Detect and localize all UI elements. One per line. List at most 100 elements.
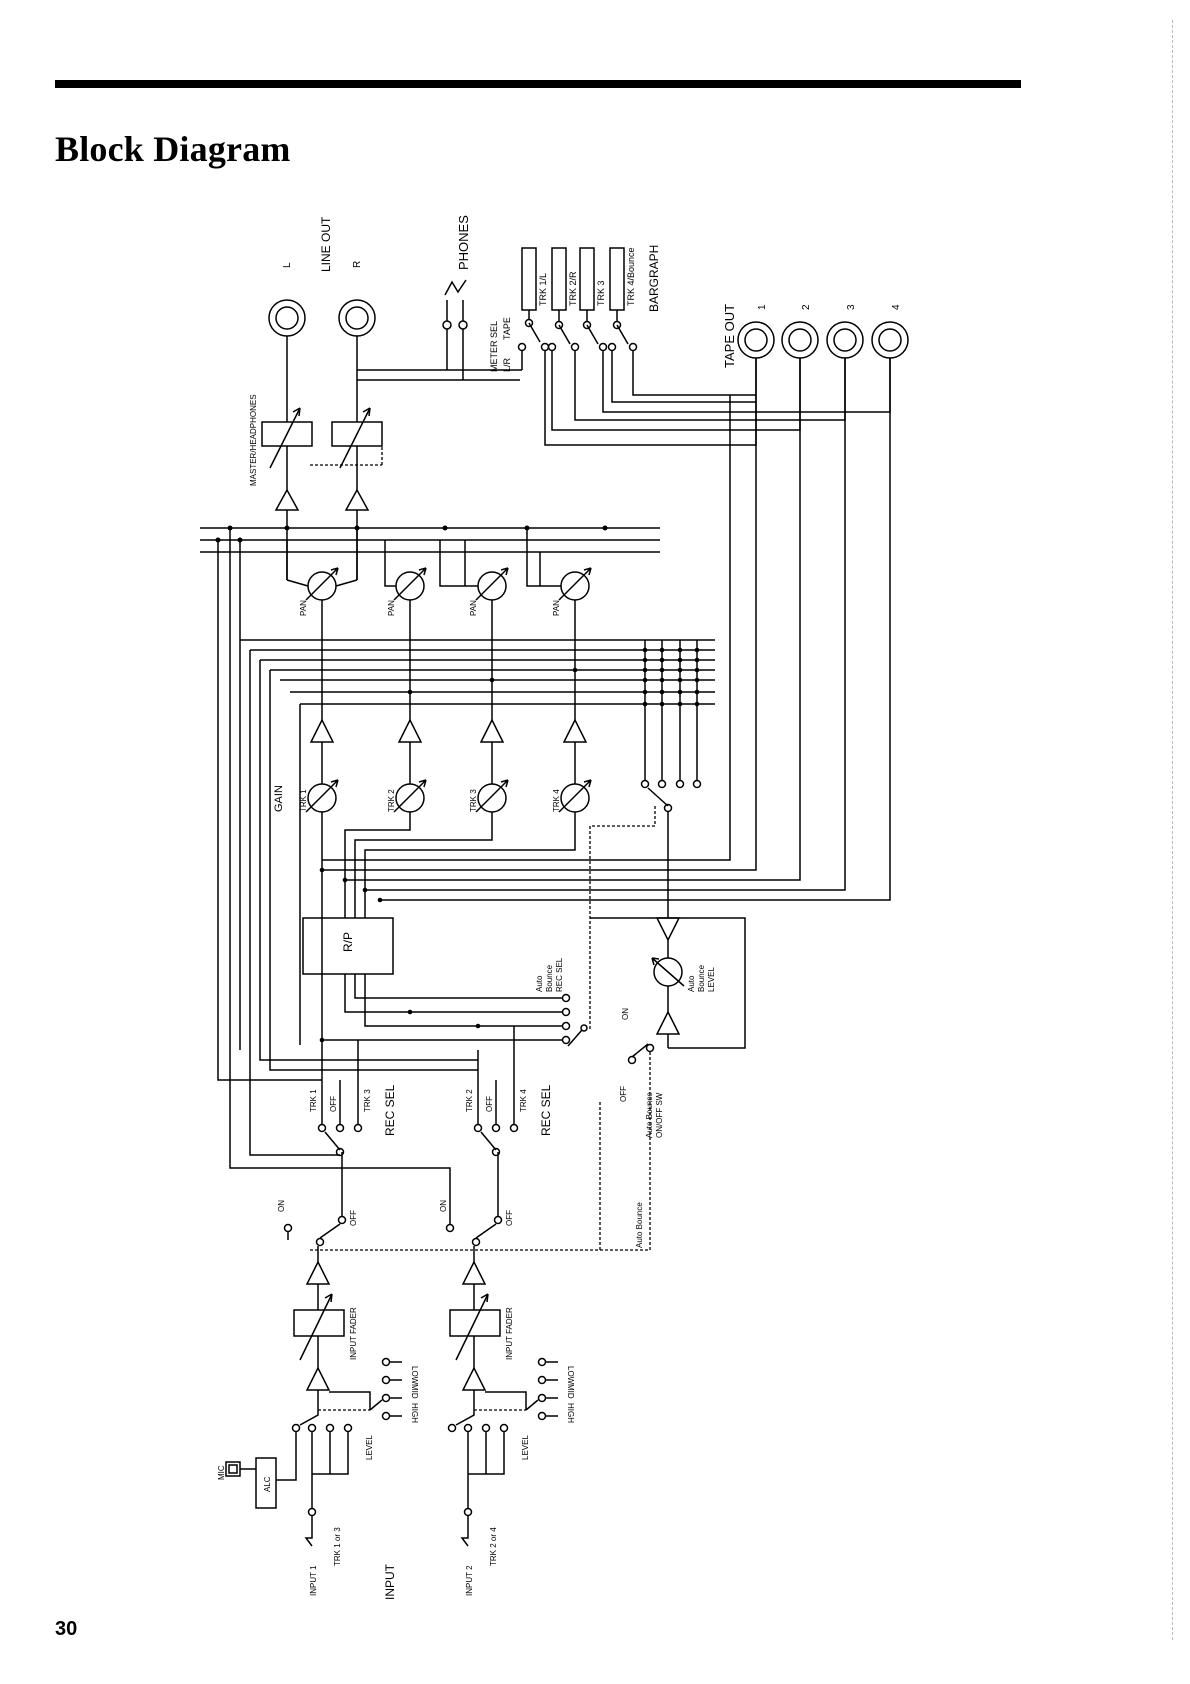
page-number: 30 <box>55 1618 78 1640</box>
rec-sel-label-1: REC SEL <box>383 1084 397 1136</box>
eq-select-2 <box>461 1357 558 1421</box>
output-amps <box>274 488 370 511</box>
trk3-gain-label: TRK 3 <box>469 789 478 812</box>
on-label-2: ON <box>439 1200 448 1212</box>
left-bus-drops <box>217 528 478 1210</box>
off-label-bounce: OFF <box>619 1086 628 1102</box>
rec-sel-off-2: OFF <box>485 1096 494 1112</box>
input-label: INPUT <box>383 1563 397 1600</box>
page-title: Block Diagram <box>55 129 291 169</box>
input-fader-label-2: INPUT FADER <box>505 1307 514 1360</box>
off-label-2: OFF <box>505 1210 514 1226</box>
auto-bounce-level-2: Bounce <box>697 964 706 992</box>
rec-sel-trk3: TRK 3 <box>363 1089 372 1112</box>
low-label-1: LOW <box>410 1366 419 1385</box>
pan-label-2: PAN <box>387 600 396 616</box>
pan-label-4: PAN <box>552 600 561 616</box>
input1-label: INPUT 1 <box>309 1565 318 1596</box>
tape-out-3-label: 3 <box>846 304 857 310</box>
off-label-1: OFF <box>349 1210 358 1226</box>
high-label-1: HIGH <box>410 1403 419 1423</box>
rp-label: R/P <box>341 932 355 952</box>
meter-select-switches <box>517 310 638 352</box>
rec-sel-trk1: TRK 1 <box>309 1089 318 1112</box>
level-switch-1 <box>291 1390 353 1475</box>
phones-jack <box>442 279 468 330</box>
tape-out-4-label: 4 <box>891 304 902 310</box>
level-label-1: LEVEL <box>365 1435 374 1460</box>
auto-bounce-label: Auto Bounce <box>635 1202 644 1248</box>
bounce-select-switch <box>589 779 702 1030</box>
trk2or4-label: TRK 2 or 4 <box>489 1527 498 1566</box>
tape-out-jacks <box>737 321 909 359</box>
rp-block <box>302 917 394 975</box>
lr-label: L/R <box>502 357 512 372</box>
line-out-jack-l <box>268 299 306 337</box>
input2-label: INPUT 2 <box>465 1565 474 1596</box>
pan-label-1: PAN <box>299 600 308 616</box>
high-label-2: HIGH <box>566 1403 575 1423</box>
line-out-r-label: R <box>352 261 363 268</box>
rec-sel-label-2: REC SEL <box>539 1084 553 1136</box>
auto-bounce-onoff-2: ON/OFF SW <box>655 1092 664 1138</box>
mix-buses <box>200 525 660 553</box>
alc-label: ALC <box>263 1476 272 1492</box>
auto-bounce-onoff-switch <box>600 1043 655 1251</box>
mic-label: MIC <box>217 1465 226 1480</box>
trk4-gain-label: TRK 4 <box>552 789 561 812</box>
trk2r-label: TRK 2/R <box>568 271 578 306</box>
trk1or3-label: TRK 1 or 3 <box>333 1527 342 1566</box>
mic-alc <box>225 1432 297 1509</box>
trk2-gain-label: TRK 2 <box>387 789 396 812</box>
line-out-label: LINE OUT <box>319 216 333 272</box>
trk1l-label: TRK 1/L <box>538 273 548 306</box>
input-faders <box>293 1284 501 1368</box>
direct-switch-2 <box>445 1152 503 1247</box>
input-amps <box>305 1246 487 1285</box>
tape-out-2-label: 2 <box>801 304 812 310</box>
mid-label-2: MID <box>566 1384 575 1399</box>
level-switch-2 <box>447 1390 509 1475</box>
master-headphones-faders <box>261 407 383 469</box>
trk4bounce-label: TRK 4/Bounce <box>626 247 636 306</box>
channel-gain-amps <box>309 600 588 743</box>
tape-out-1-label: 1 <box>757 304 768 310</box>
direct-switch-1 <box>283 1152 347 1247</box>
low-label-2: LOW <box>566 1366 575 1385</box>
auto-bounce-rec-sel-2: Bounce <box>545 964 554 992</box>
mid-label-1: MID <box>410 1384 419 1399</box>
rec-sel-trk2: TRK 2 <box>465 1089 474 1112</box>
rec-sel-off-1: OFF <box>329 1096 338 1112</box>
auto-bounce-rec-sel-1: Auto <box>535 975 544 992</box>
on-label-1: ON <box>277 1200 286 1212</box>
auto-bounce-level <box>590 917 746 1049</box>
auto-bounce-level-1: Auto <box>687 975 696 992</box>
input-jack-1 <box>304 1474 317 1547</box>
trk3-label: TRK 3 <box>596 280 606 306</box>
pan-pots <box>286 528 592 601</box>
gain-pots <box>305 742 592 813</box>
auto-bounce-rec-sel <box>319 974 588 1047</box>
line-out-l-label: L <box>282 262 293 268</box>
on-label-bounce: ON <box>621 1008 630 1020</box>
bus-junction-dots <box>407 647 700 707</box>
meter-sel-label: METER SEL <box>489 321 499 372</box>
rec-sel-trk4: TRK 4 <box>519 1089 528 1112</box>
gain-label: GAIN <box>273 785 285 812</box>
trk1-gain-label: TRK 1 <box>299 789 308 812</box>
page-edge-line <box>1172 20 1174 1640</box>
pan-label-3: PAN <box>469 600 478 616</box>
top-rule <box>55 80 1021 88</box>
auto-bounce-level-3: LEVEL <box>707 967 716 992</box>
track-return-wiring <box>319 358 891 1050</box>
auto-bounce-onoff-1: Auto Bounce <box>645 1092 654 1138</box>
tape-label: TAPE <box>502 317 512 340</box>
level-label-2: LEVEL <box>521 1435 530 1460</box>
auto-bounce-rec-sel-3: REC SEL <box>555 957 564 992</box>
eq-select-1 <box>305 1357 402 1421</box>
rec-sel-switch-1 <box>317 1040 363 1157</box>
line-out-jack-r <box>338 299 376 337</box>
bargraph-label: BARGRAPH <box>647 245 661 312</box>
input-jack-2 <box>460 1474 473 1547</box>
